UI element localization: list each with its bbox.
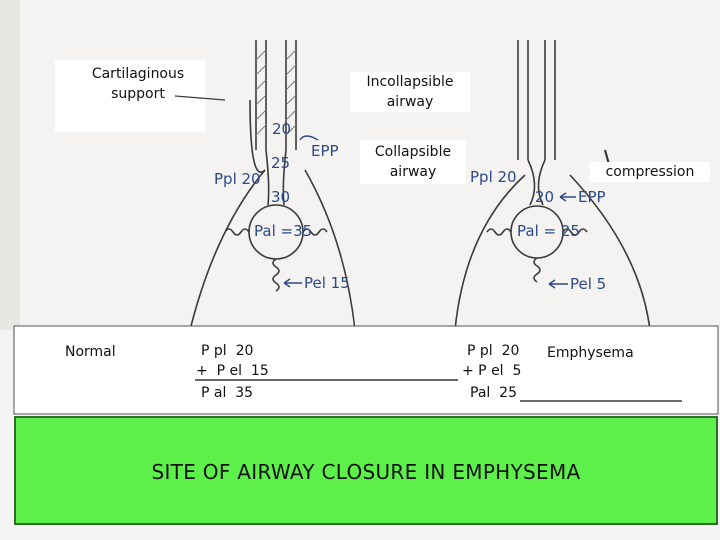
normal-epp-arrow-icon [299,135,319,141]
emphysema-chest-wall-right [569,174,651,331]
support-pointer-line [174,95,226,101]
emphysema-spring-lower [533,257,541,283]
cartilaginous-support-label: Cartilaginous support [91,66,185,102]
emphysema-pel-arrow-icon [548,279,568,289]
emphysema-formula-line3: Pal 25 [470,385,517,401]
title-banner: SITE OF AIRWAY CLOSURE IN EMPHYSEMA [14,416,718,525]
emphysema-ppl-label: Ppl 20 [470,168,517,186]
normal-ppl-label: Ppl 20 [214,170,261,188]
left-white-block [0,0,20,330]
normal-pressure-20: 20 [272,120,291,138]
normal-spring-left [224,228,250,236]
normal-pel-label: Pel 15 [304,274,350,292]
emphysema-spring-left [486,228,512,236]
collapsible-airway-label: Collapsible airway [360,140,466,184]
normal-formula-line3: P al 35 [201,385,254,401]
normal-chest-wall-right [304,169,356,331]
normal-spring-lower [272,258,280,292]
normal-chest-wall [189,99,266,331]
emphysema-airway-collapse [527,159,546,206]
normal-pel-arrow-icon [283,278,302,288]
normal-epp-label: EPP [311,142,339,160]
normal-airway-narrow [265,149,287,206]
normal-pressure-25: 25 [271,154,290,172]
incollapsible-airway-label: Incollapsible airway [350,72,470,112]
normal-pal-label: Pal =35 [254,222,312,240]
emphysema-lung [454,40,651,331]
emphysema-pel-label: Pel 5 [570,275,606,293]
emphysema-pal-label: Pal = 25 [517,222,580,240]
emphysema-epp-arrow-icon [559,192,576,202]
emphysema-formula-line2: + P el 5 [462,363,522,379]
normal-formula-line1: P pl 20 [201,343,254,359]
banner-title: SITE OF AIRWAY CLOSURE IN EMPHYSEMA [151,460,581,484]
emphysema-chest-wall-left [454,174,526,331]
compression-label: compression [590,162,710,182]
emphysema-epp-label: EPP [578,188,606,206]
emphysema-label: Emphysema [547,345,634,361]
normal-label: Normal [65,344,116,360]
upper-white-strip [20,0,720,40]
normal-pressure-30: 30 [271,188,290,206]
normal-formula-line2: + P el 15 [196,363,269,379]
normal-cartilage-hatch [255,49,297,136]
normal-spring-right [302,228,328,236]
formula-panel [13,325,719,415]
emphysema-formula-line1: P pl 20 [467,343,520,359]
emphysema-pressure-20: 20 [535,188,554,206]
emphysema-spring-right [562,228,588,236]
